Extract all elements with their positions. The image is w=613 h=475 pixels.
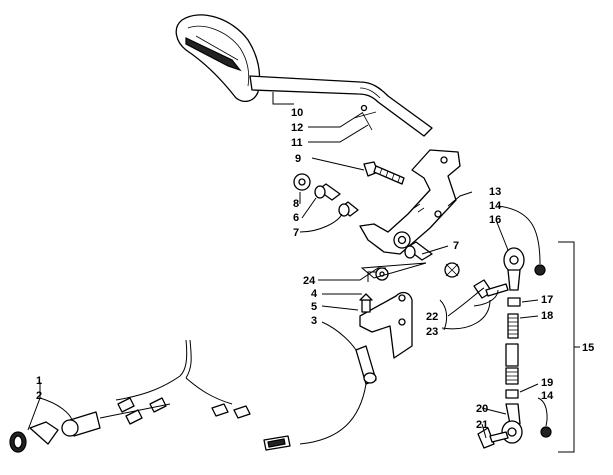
callout-4: 4: [311, 288, 318, 300]
callout-2: 2: [36, 390, 42, 402]
callout-7b: 7: [453, 240, 459, 252]
callout-13: 13: [489, 186, 501, 198]
bolt-23-icon: [444, 262, 509, 299]
bolt-9-icon: [363, 161, 405, 185]
leader-lines: [27, 92, 548, 439]
callout-19: 19: [541, 377, 553, 389]
callout-3: 3: [311, 315, 317, 327]
callout-9: 9: [295, 153, 301, 165]
callout-17: 17: [541, 294, 553, 306]
rod-end-linkage-icon: [477, 247, 552, 449]
brake-pedal-icon: [175, 14, 433, 137]
callout-14a: 14: [489, 200, 502, 212]
wiring-harness-icon: [9, 339, 251, 453]
bushings-icon: [293, 173, 433, 261]
callout-11: 11: [291, 137, 303, 149]
callout-labels: 1 2 3 4 5 6 7 7 8 9 10 11 12 13 14 14 15…: [36, 107, 594, 431]
pivot-bracket-icon: [359, 149, 461, 255]
callout-15: 15: [582, 342, 594, 354]
callout-10: 10: [291, 107, 303, 119]
callout-24: 24: [303, 275, 316, 287]
callout-16: 16: [489, 214, 501, 226]
callout-18: 18: [541, 310, 553, 322]
callout-1: 1: [36, 375, 42, 387]
callout-8: 8: [293, 198, 299, 210]
callout-7a: 7: [293, 227, 299, 239]
brake-switch-icon: [263, 345, 377, 451]
callout-12: 12: [291, 122, 303, 134]
callout-14b: 14: [541, 390, 554, 402]
group-bracket-15: [558, 241, 580, 453]
callout-22: 22: [426, 311, 438, 323]
callout-20: 20: [476, 403, 488, 415]
callout-21: 21: [476, 419, 488, 431]
callout-6: 6: [293, 212, 299, 224]
callout-23: 23: [426, 326, 438, 338]
callout-5: 5: [311, 301, 317, 313]
